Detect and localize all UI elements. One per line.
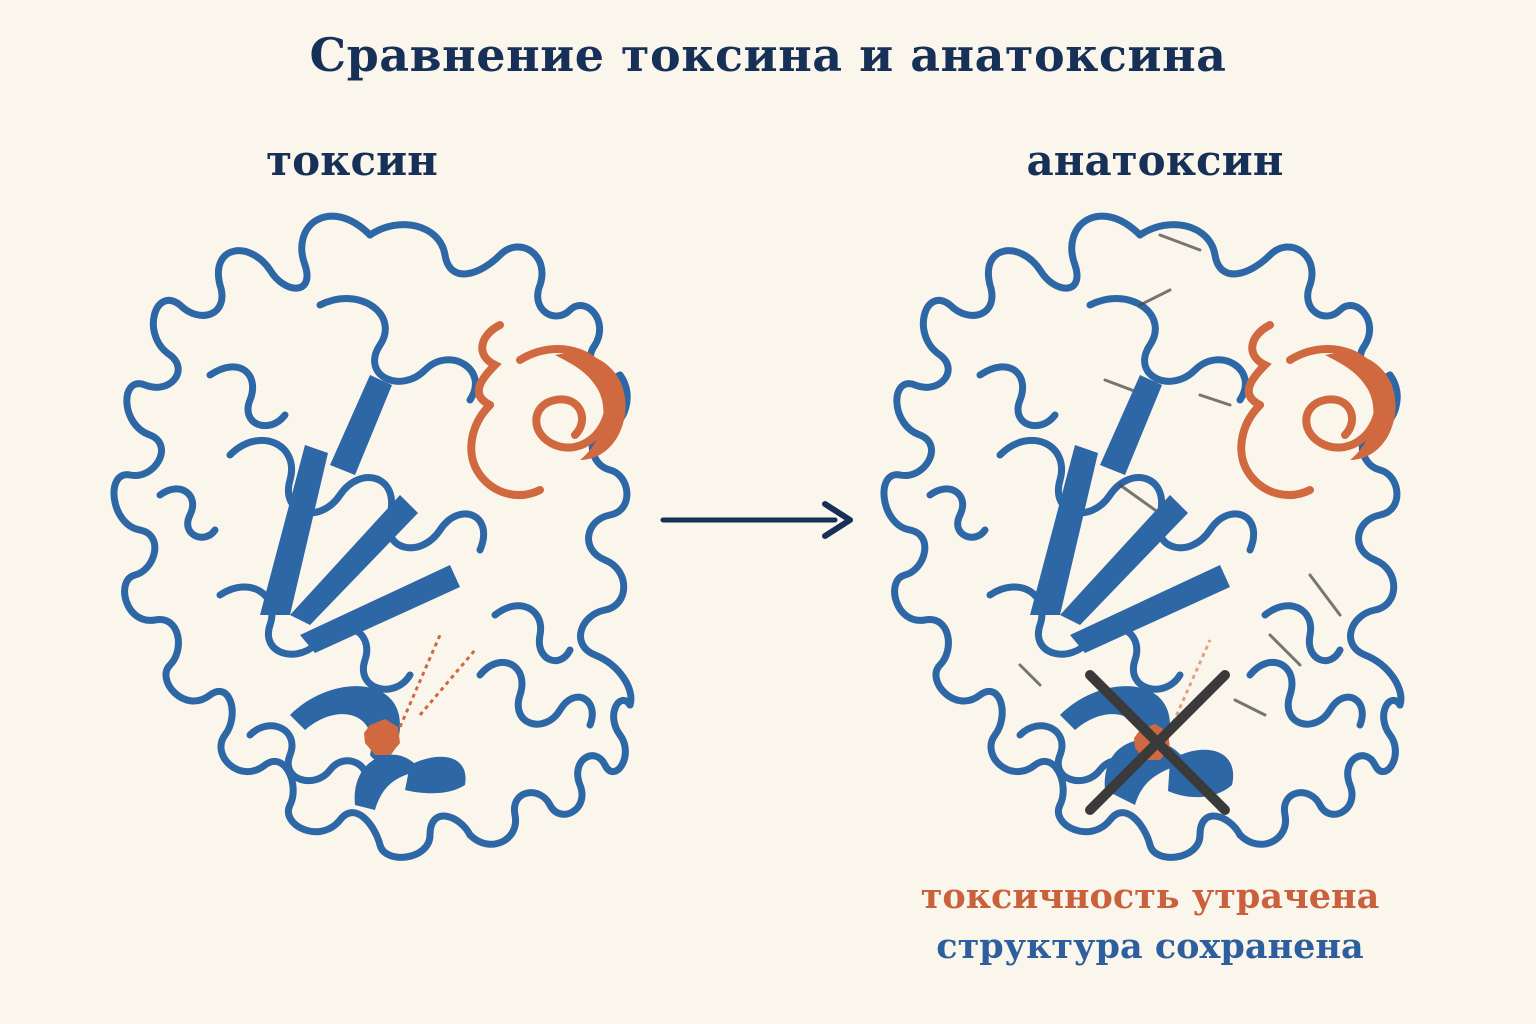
diagram-title: Сравнение токсина и анатоксина xyxy=(309,28,1227,82)
active-site-bond xyxy=(398,634,442,728)
cross-mark xyxy=(1085,670,1230,815)
active-helix-ribbon xyxy=(1325,353,1396,460)
toxicity-lost-note: токсичность утрачена xyxy=(920,876,1380,917)
transformation-arrow xyxy=(660,501,853,539)
toxin-label: токсин xyxy=(266,136,438,185)
active-site xyxy=(364,634,477,755)
active-site-bond xyxy=(418,649,477,716)
protein-backbone xyxy=(880,212,1405,861)
active-helix-ribbon xyxy=(555,353,626,460)
beta-sheets xyxy=(260,375,466,810)
toxin-protein-illustration xyxy=(110,212,635,861)
active-site-bond xyxy=(1168,639,1212,731)
crosslink-bonds xyxy=(1018,233,1342,717)
anatoxin-protein-illustration xyxy=(880,212,1405,861)
anatoxin-label: анатоксин xyxy=(1026,136,1284,185)
structure-preserved-note: структура сохранена xyxy=(936,926,1364,967)
active-site-residue xyxy=(364,719,400,755)
